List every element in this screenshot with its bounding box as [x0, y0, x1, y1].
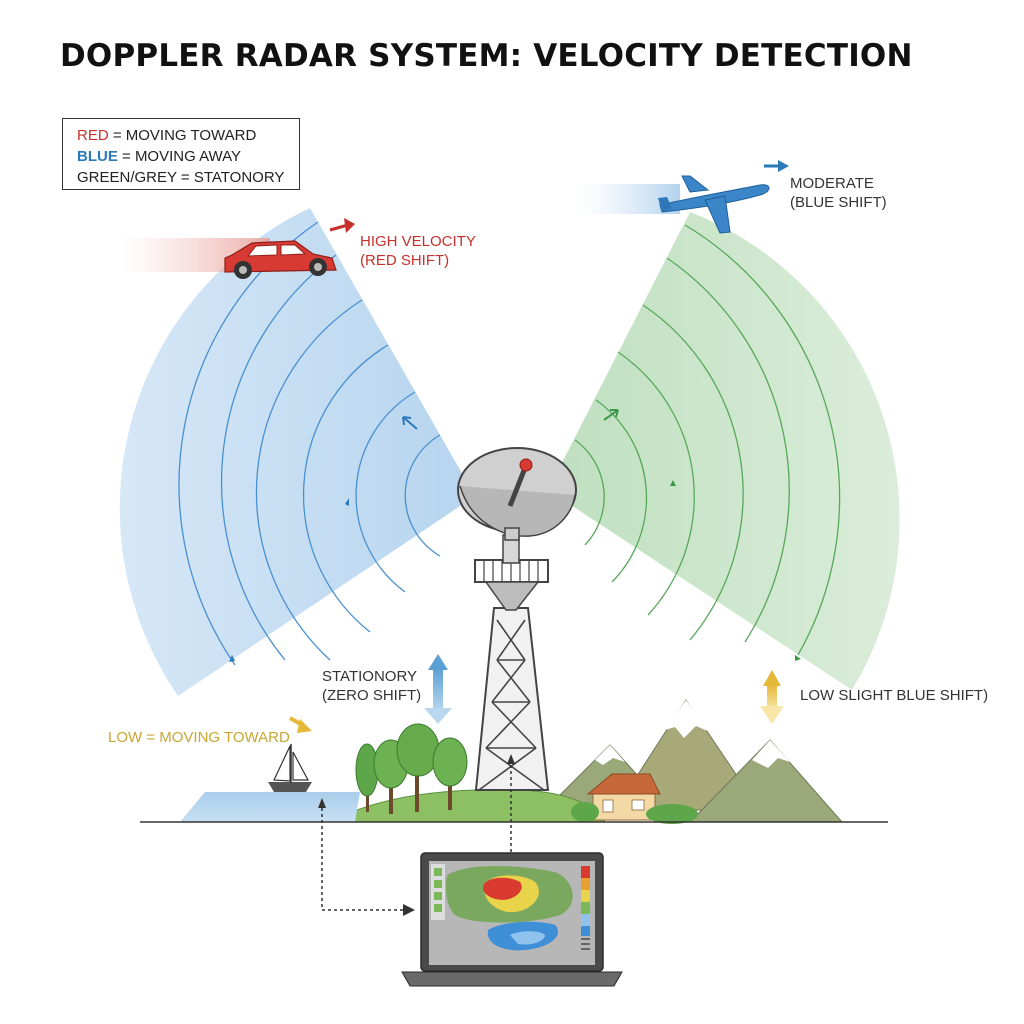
radar-dish-icon [457, 447, 577, 541]
plane-label-line1: MODERATE [790, 175, 874, 192]
water [180, 792, 360, 822]
wave-arrow-icon [670, 480, 676, 486]
wave-arrow-icon [345, 498, 349, 506]
car-label-line2: (RED SHIFT) [360, 252, 450, 269]
airplane-icon [580, 175, 770, 234]
legend-key-red: RED [77, 127, 109, 144]
low-toward-label: LOW = MOVING TOWARD [108, 729, 290, 746]
stationary-double-arrow-icon [424, 654, 452, 724]
weather-map-icon [431, 864, 590, 951]
plane-motion-arrow-icon [764, 160, 789, 172]
tower-icon [474, 534, 550, 791]
low-toward-arrow-icon [289, 716, 312, 733]
page-title: DOPPLER RADAR SYSTEM: VELOCITY DETECTION [60, 38, 913, 74]
stationary-label: STATIONORY (ZERO SHIFT) [322, 667, 421, 705]
low-slight-shift-label: LOW SLIGHT BLUE SHIFT) [800, 687, 989, 704]
plane-label: MODERATE (BLUE SHIFT) [790, 174, 887, 212]
legend-key-blue: BLUE [77, 148, 118, 165]
legend-row-blue: BLUE = MOVING AWAY [77, 146, 299, 167]
car-motion-arrow-icon [329, 218, 355, 233]
wave-arrow-icon [603, 409, 619, 421]
legend-key-green: GREEN/GREY [77, 169, 177, 186]
house-icon [571, 773, 698, 824]
blue-beam-sector [119, 208, 475, 696]
legend-text-blue: = MOVING AWAY [117, 148, 242, 165]
car-icon [120, 238, 337, 279]
stationary-label-line1: STATIONORY [322, 668, 418, 685]
color-legend: RED = MOVING TOWARD BLUE = MOVING AWAY G… [62, 118, 300, 190]
low-shift-double-arrow-icon [760, 670, 784, 724]
legend-row-green: GREEN/GREY = STATONORY [77, 167, 299, 188]
legend-text-red: = MOVING TOWARD [108, 127, 257, 144]
wave-arrow-icon [229, 655, 235, 662]
legend-text-green: = STATONORY [176, 169, 285, 186]
car-label-line1: HIGH VELOCITY [360, 233, 476, 250]
sailboat-icon [268, 744, 312, 792]
car-label: HIGH VELOCITY (RED SHIFT) [360, 232, 476, 270]
tree-icon [355, 723, 468, 814]
plane-label-line2: (BLUE SHIFT) [790, 194, 887, 211]
stationary-label-line2: (ZERO SHIFT) [322, 687, 422, 704]
legend-row-red: RED = MOVING TOWARD [77, 125, 299, 146]
data-link-connector [318, 754, 515, 916]
green-beam-sector [548, 212, 900, 690]
wave-arrow-icon [795, 655, 801, 661]
wave-arrow-icon [402, 416, 418, 430]
